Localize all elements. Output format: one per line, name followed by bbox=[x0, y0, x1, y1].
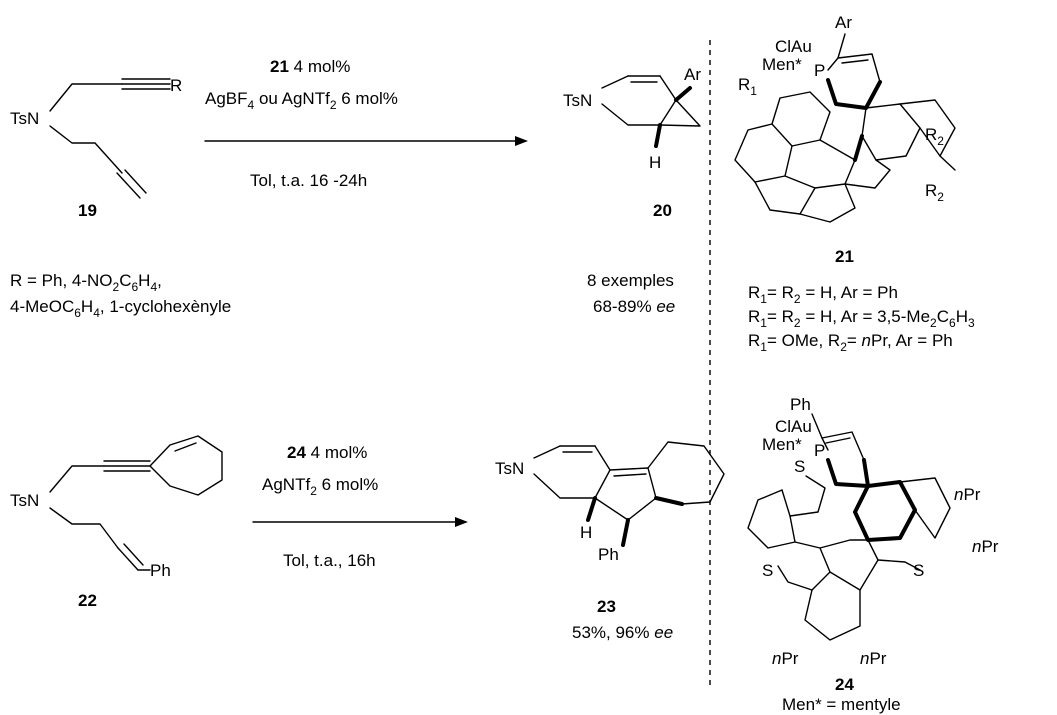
catalyst-21: Ar ClAu Men* P R2 R2 R1 21 R1= R2 = H, A… bbox=[734, 13, 975, 354]
conditions-line-2: Tol, t.a., 16h bbox=[283, 551, 376, 570]
compound-id-23: 23 bbox=[597, 597, 616, 616]
clau-label-21: ClAu bbox=[775, 37, 812, 56]
benzene-ring-24 bbox=[853, 480, 917, 542]
silver-salt-line-1: AgBF4 ou AgNTf2 6 mol% bbox=[205, 89, 398, 112]
silver-salt-line-2: AgNTf2 6 mol% bbox=[262, 475, 378, 498]
substrate-19: TsN R 19 bbox=[10, 76, 182, 220]
catalyst-line-2: 24 4 mol% bbox=[287, 443, 367, 462]
sulfur-thiophene-24: S bbox=[794, 457, 805, 476]
fused-bond-24 bbox=[826, 458, 870, 488]
ts-n-label-22: TsN bbox=[10, 491, 39, 510]
arrow-head-1 bbox=[515, 136, 528, 146]
phosphorus-label-24: P bbox=[814, 441, 825, 460]
cyclohexenyl-ring bbox=[149, 435, 223, 496]
propargyl-bond bbox=[49, 83, 123, 112]
yield-ee: 53%, 96% ee bbox=[572, 623, 673, 642]
sulfur-left-24: S bbox=[762, 561, 773, 580]
aryl-wedge bbox=[674, 86, 692, 102]
hydrogen-wedge bbox=[654, 123, 662, 148]
product-20-ts-label: TsN bbox=[563, 91, 592, 110]
men-footnote: Men* = mentyle bbox=[782, 695, 901, 714]
compound-id-19: 19 bbox=[78, 201, 97, 220]
cyclohexane-ring bbox=[647, 441, 725, 505]
outer-ring-24 bbox=[899, 477, 951, 539]
aryl-ring-upper-21 bbox=[771, 91, 831, 147]
clau-label-24: ClAu bbox=[775, 417, 812, 436]
catalyst-21-variant-3: R1= OMe, R2= nPr, Ar = Ph bbox=[748, 331, 953, 354]
cyclopropane bbox=[659, 99, 701, 127]
allyl-double-bond bbox=[116, 172, 141, 199]
aryl-label-21: Ar bbox=[835, 13, 852, 32]
substrate-22: TsN Ph 22 bbox=[10, 435, 223, 610]
bottom-ring-24 bbox=[804, 589, 861, 641]
ee-range: 68-89% ee bbox=[593, 297, 675, 316]
phosphole-ring-21 bbox=[827, 53, 881, 83]
npr-right-24: nPr bbox=[972, 537, 999, 556]
helicene-bottom-21 bbox=[799, 183, 856, 223]
naphthyl-ring-21 bbox=[861, 103, 921, 161]
men-label-24: Men* bbox=[762, 435, 802, 454]
r1-label-21: R1 bbox=[738, 75, 757, 98]
phosphorus-label-21: P bbox=[814, 61, 825, 80]
npr-bottom-left-24: nPr bbox=[772, 649, 799, 668]
phenyl-label-23: Ph bbox=[598, 545, 619, 564]
fused-bond-21 bbox=[826, 78, 882, 110]
r-definition-line-2: 4-MeOC6H4, 1-cyclohexènyle bbox=[10, 297, 231, 320]
benzothiophene-24 bbox=[747, 489, 796, 549]
r2-upper-21: R2 bbox=[925, 125, 944, 148]
npr-upper-24: nPr bbox=[954, 485, 981, 504]
r-definition-line-1: R = Ph, 4-NO2C6H4, bbox=[10, 271, 162, 294]
dihydropyridine-ring bbox=[533, 445, 611, 499]
helicene-lower-21 bbox=[754, 175, 816, 215]
compound-id-21: 21 bbox=[835, 247, 854, 266]
helicene-right-21 bbox=[844, 159, 891, 189]
ts-n-label: TsN bbox=[10, 109, 39, 128]
compound-id-20: 20 bbox=[653, 201, 672, 220]
central-ring-24 bbox=[819, 539, 879, 591]
hydrogen-label: H bbox=[649, 153, 661, 172]
hydrogen-label-23: H bbox=[580, 523, 592, 542]
aryl-label: Ar bbox=[684, 65, 701, 84]
catalyst-21-variant-2: R1= R2 = H, Ar = 3,5-Me2C6H3 bbox=[748, 307, 975, 330]
product-20: TsN Ar H 20 bbox=[563, 65, 701, 220]
example-count: 8 exemples bbox=[587, 271, 674, 290]
thiophene-ring-24 bbox=[781, 475, 826, 517]
outer-ring-21 bbox=[899, 99, 956, 157]
ring-bond-23 bbox=[533, 445, 561, 459]
central-ring-left-24 bbox=[777, 541, 831, 591]
cinnamyl-chain bbox=[49, 507, 119, 549]
propargyl-bond-22 bbox=[49, 465, 105, 493]
arrow-head-2 bbox=[455, 517, 468, 527]
sulfur-right-24: S bbox=[913, 561, 924, 580]
phosphole-ring-24 bbox=[821, 431, 865, 461]
npr-bottom-right-24: nPr bbox=[860, 649, 887, 668]
central-ring-right-24 bbox=[877, 559, 921, 571]
men-label-21: Men* bbox=[762, 55, 802, 74]
catalyst-24: Ph ClAu Men* P nPr nPr S S S nPr nPr 24 … bbox=[747, 395, 999, 714]
product-23: TsN H Ph 23 53%, 96% ee bbox=[495, 441, 725, 642]
catalyst-line-1: 21 4 mol% bbox=[270, 57, 350, 76]
ring-bond bbox=[601, 75, 629, 89]
catalyst-21-variant-1: R1= R2 = H, Ar = Ph bbox=[748, 283, 898, 306]
phenyl-label-22: Ph bbox=[150, 561, 171, 580]
compound-id-22: 22 bbox=[78, 591, 97, 610]
allyl-chain bbox=[49, 125, 123, 174]
helicene-left-21 bbox=[734, 123, 793, 183]
r2-lower-21: R2 bbox=[925, 181, 944, 204]
r-substituent-label: R bbox=[170, 76, 182, 95]
product-23-ts-label: TsN bbox=[495, 459, 524, 478]
compound-id-24: 24 bbox=[835, 675, 854, 694]
helicene-center-21 bbox=[814, 139, 856, 189]
conditions-line-1: Tol, t.a. 16 -24h bbox=[250, 171, 367, 190]
phenyl-label-24: Ph bbox=[790, 395, 811, 414]
